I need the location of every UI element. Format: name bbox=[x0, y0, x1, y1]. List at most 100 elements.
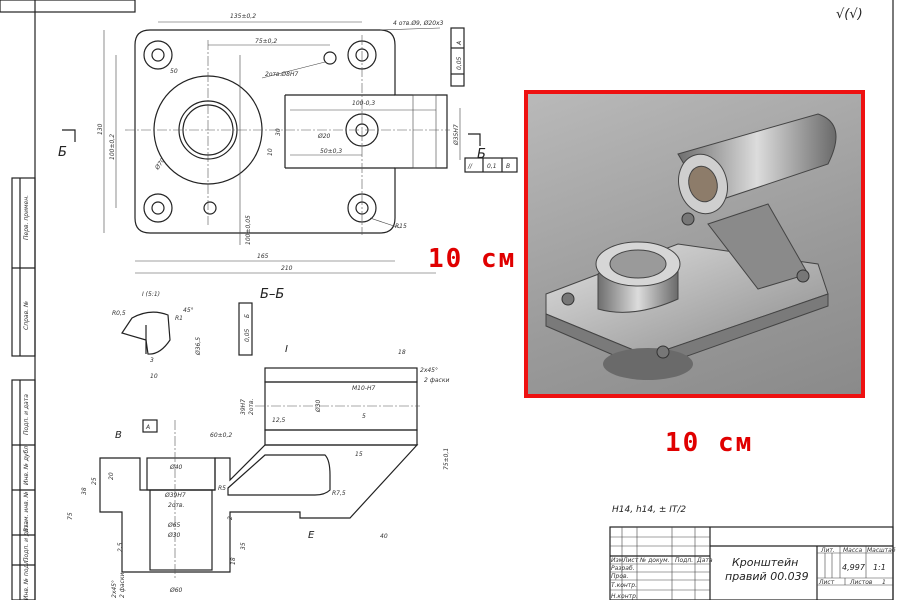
drawing-label: Дата bbox=[696, 557, 713, 564]
drawing-label: 2 фаски bbox=[424, 377, 449, 384]
drawing-label: 30 bbox=[275, 128, 282, 136]
drawing-label: 0,05 bbox=[456, 56, 463, 70]
drawing-label: 10 bbox=[267, 148, 274, 156]
drawing-label: 38 bbox=[81, 487, 88, 495]
drawing-label: 75±0,1 bbox=[443, 448, 450, 470]
drawing-label: 100±0,05 bbox=[245, 215, 252, 245]
drawing-label: 2отв. bbox=[248, 398, 255, 415]
drawing-title: Кронштейн bbox=[732, 556, 798, 569]
drawing-label: Т.контр. bbox=[611, 582, 637, 589]
drawing-label: 1 bbox=[882, 579, 886, 586]
drawing-label: 50 bbox=[170, 68, 178, 75]
drawing-label: 2х45° bbox=[111, 580, 118, 598]
drawing-label: правий 00.039 bbox=[725, 570, 809, 583]
drawing-label: R7,5 bbox=[332, 490, 346, 497]
drawing-label: Масса bbox=[843, 547, 862, 554]
drawing-label: Перв. примен. bbox=[23, 195, 30, 240]
drawing-label: 60±0,2 bbox=[210, 432, 232, 439]
drawing-label: Справ. № bbox=[23, 301, 30, 330]
drawing-label: 15 bbox=[355, 451, 363, 458]
svg-text://: // bbox=[467, 163, 473, 170]
side-strip-labels: Перв. примен. Справ. № Подп. и дата Инв.… bbox=[23, 195, 30, 600]
drawing-label: 39H7 bbox=[240, 399, 247, 415]
drawing-label: 40 bbox=[380, 533, 388, 540]
drawing-label: I (5:1) bbox=[142, 291, 160, 298]
drawing-label: Н.контр. bbox=[611, 593, 638, 600]
drawing-label: Лист bbox=[622, 557, 639, 564]
drawing-label: 45° bbox=[183, 307, 194, 314]
drawing-label: Лит. bbox=[820, 547, 835, 554]
drawing-label: 2 фаски bbox=[119, 573, 126, 598]
drawing-label: Ø65 bbox=[167, 522, 181, 529]
drawing-label: Ø70 bbox=[153, 157, 167, 172]
drawing-label: Ø60 bbox=[169, 587, 183, 594]
drawing-label: A bbox=[456, 41, 463, 46]
drawing-label: 25 bbox=[91, 477, 98, 485]
drawing-label: 2отв. bbox=[168, 502, 185, 509]
drawing-label: Ø30 bbox=[167, 532, 181, 539]
drawing-label: 12,5 bbox=[272, 417, 286, 424]
drawing-label: В bbox=[506, 163, 510, 170]
drawing-label: Подп. и дата bbox=[23, 521, 30, 562]
drawing-label: 4,997 bbox=[842, 563, 866, 572]
scale-label-bottom: 10 см bbox=[665, 428, 754, 458]
drawing-label: Разраб. bbox=[611, 565, 635, 572]
drawing-label: M10-H7 bbox=[352, 385, 375, 392]
drawing-label: Ø40 bbox=[169, 464, 183, 471]
drawing-label: Б–Б bbox=[260, 287, 284, 302]
drawing-label: 165 bbox=[257, 253, 269, 260]
drawing-label: 50±0,3 bbox=[320, 148, 342, 155]
drawing-label: Пров. bbox=[611, 573, 629, 580]
drawing-label: 0,1 bbox=[487, 163, 497, 170]
drawing-label: Лист bbox=[818, 579, 835, 586]
drawing-label: Подп. и дата bbox=[23, 394, 30, 435]
drawing-label: 35 bbox=[240, 542, 247, 550]
drawing-label: Б bbox=[244, 314, 251, 318]
top-view: 135±0,2 75±0,2 2отв.Ø8H7 4 отв.Ø9, Ø20х3… bbox=[58, 13, 518, 274]
drawing-label: Ø35H7 bbox=[453, 124, 460, 146]
drawing-label: 2х45° bbox=[420, 367, 438, 374]
drawing-label: I bbox=[285, 344, 288, 355]
drawing-label: Инв. № дубл. bbox=[23, 444, 30, 485]
drawing-label: В bbox=[115, 430, 122, 441]
scale-label-right: 10 см bbox=[428, 244, 517, 274]
drawing-label: Листов bbox=[849, 579, 873, 586]
roughness-symbol: √(√) bbox=[836, 7, 863, 22]
drawing-label: R0,5 bbox=[112, 310, 126, 317]
drawing-label: 210 bbox=[281, 265, 293, 272]
drawing-label: Подп. bbox=[675, 557, 693, 564]
drawing-label: A bbox=[145, 424, 150, 431]
drawing-label: 1:1 bbox=[873, 563, 886, 572]
drawing-label: 100±0,2 bbox=[109, 134, 116, 160]
tolerance-note: H14, h14, ± IT/2 bbox=[612, 505, 686, 515]
3d-model-render bbox=[524, 90, 865, 398]
drawing-label: 18 bbox=[230, 557, 237, 565]
drawing-label: Б bbox=[477, 147, 486, 162]
drawing-label: Изм bbox=[611, 557, 624, 564]
drawing-label: 4 отв.Ø9, Ø20х3 bbox=[393, 20, 444, 27]
drawing-label: № докум. bbox=[639, 557, 670, 564]
drawing-label: 130 bbox=[97, 123, 104, 135]
drawing-label: R5 bbox=[218, 485, 226, 492]
drawing-label: 20 bbox=[108, 472, 115, 480]
drawing-label: 0,05 bbox=[244, 328, 251, 342]
section-view: Б–Б Б 0,05 A I В Е 18 2х45° 2 фаски M10-… bbox=[67, 287, 450, 598]
drawing-label: Ø39H7 bbox=[164, 492, 186, 499]
drawing-label: Масштаб bbox=[867, 547, 896, 554]
drawing-label: 135±0,2 bbox=[230, 13, 256, 20]
drawing-label: 18 bbox=[398, 349, 406, 356]
drawing-label: Ø30 bbox=[315, 399, 322, 413]
detail-view-I: I (5:1) R0,5 R1 45° Ø36,5 3 10 bbox=[112, 291, 202, 380]
drawing-label: 2отв.Ø8H7 bbox=[265, 71, 298, 78]
drawing-label: R1 bbox=[175, 315, 183, 322]
title-block: Изм Лист № докум. Подп. Дата Разраб. Про… bbox=[609, 526, 896, 600]
drawing-label: 2 bbox=[227, 516, 234, 520]
drawing-label: 3 bbox=[150, 357, 154, 364]
drawing-label: 2,5 bbox=[117, 542, 124, 552]
drawing-label: Е bbox=[308, 530, 315, 541]
drawing-label: Ø20 bbox=[317, 133, 331, 140]
drawing-label: Б bbox=[58, 145, 67, 160]
drawing-label: 10 bbox=[150, 373, 158, 380]
